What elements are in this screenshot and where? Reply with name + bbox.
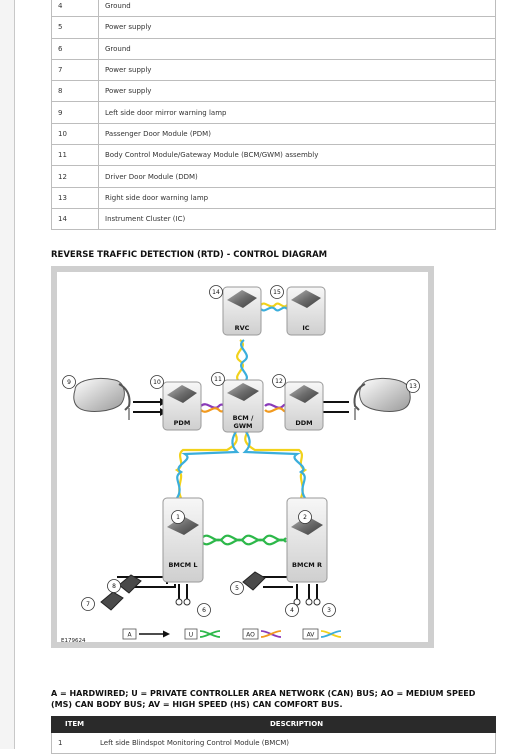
- module-pdm: [162, 381, 202, 431]
- callout-circles: [62, 285, 420, 617]
- label-ddm: DDM: [295, 419, 312, 427]
- row-item: 7: [51, 58, 99, 82]
- callout-6: 6: [202, 607, 206, 614]
- module-bmcm-r: [286, 497, 328, 583]
- diagram-legend: [122, 628, 342, 640]
- row-item: 9: [51, 101, 99, 124]
- callout-13: 13: [409, 383, 417, 390]
- callout-7: 7: [86, 601, 90, 608]
- label-bmcm-l: BMCM L: [168, 561, 197, 569]
- page-left-margin-bar: [0, 0, 15, 749]
- fuse-icons: [100, 571, 266, 611]
- label-ic: IC: [302, 324, 309, 332]
- label-pdm: PDM: [174, 419, 191, 427]
- module-bmcm-l: [162, 497, 204, 583]
- row-description: Right side door warning lamp: [98, 186, 496, 209]
- callout-9: 9: [67, 379, 71, 386]
- callout-12: 12: [275, 378, 283, 385]
- callout-4: 4: [290, 607, 294, 614]
- callout-14: 14: [212, 289, 220, 296]
- row-item: 10: [51, 122, 99, 146]
- control-diagram: RVC IC PDM BCM / GWM DDM BMCM L BMCM R 1…: [51, 266, 434, 648]
- row-item: 6: [51, 37, 99, 60]
- row-description: Ground: [98, 37, 496, 60]
- label-bcm-line1: BCM /: [233, 414, 254, 422]
- figure-id: E179624: [61, 638, 86, 642]
- callout-3: 3: [327, 607, 331, 614]
- component-table-bottom-header: ITEM DESCRIPTION: [51, 716, 496, 733]
- row-description: Passenger Door Module (PDM): [98, 122, 496, 146]
- module-rvc: [222, 286, 262, 336]
- row-item: 13: [51, 186, 99, 209]
- callout-5: 5: [235, 585, 239, 592]
- callout-1: 1: [176, 514, 180, 521]
- row-item: 12: [51, 165, 99, 188]
- legend-av-label: AV: [307, 632, 316, 639]
- row-description: Power supply: [98, 58, 496, 82]
- header-description: DESCRIPTION: [270, 720, 324, 728]
- control-diagram-svg: RVC IC PDM BCM / GWM DDM BMCM L BMCM R 1…: [61, 285, 420, 642]
- bus-wiring: [174, 302, 308, 546]
- callout-2: 2: [303, 514, 307, 521]
- table-row: 1 Left side Blindspot Monitoring Control…: [51, 733, 496, 754]
- row-description: Body Control Module/Gateway Module (BCM/…: [98, 144, 496, 167]
- left-door-mirror-icon: [73, 377, 131, 420]
- row-item: 1: [58, 739, 63, 747]
- row-description: Ground: [98, 0, 496, 18]
- row-description: Power supply: [98, 16, 496, 39]
- row-item: 11: [51, 144, 99, 167]
- row-description: Driver Door Module (DDM): [98, 165, 496, 188]
- callout-15: 15: [273, 289, 281, 296]
- label-bcm-line2: GWM: [234, 422, 253, 430]
- label-rvc: RVC: [235, 324, 250, 332]
- label-bmcm-r: BMCM R: [292, 561, 322, 569]
- row-item: 4: [51, 0, 99, 18]
- legend-ao-label: AO: [246, 632, 255, 639]
- row-item: 8: [51, 80, 99, 103]
- section-heading: REVERSE TRAFFIC DETECTION (RTD) - CONTRO…: [51, 250, 328, 260]
- callout-10: 10: [153, 379, 161, 386]
- row-item: 5: [51, 16, 99, 39]
- row-item: 14: [51, 207, 99, 231]
- terminal-icons: [175, 598, 321, 606]
- row-description: Left side door mirror warning lamp: [98, 101, 496, 124]
- callout-11: 11: [214, 376, 222, 383]
- row-description: Left side Blindspot Monitoring Control M…: [100, 739, 289, 747]
- legend-a-label: A: [127, 632, 132, 639]
- module-bcm-gwm: [222, 379, 264, 433]
- row-description: Power supply: [98, 80, 496, 103]
- header-item: ITEM: [65, 720, 85, 728]
- legend-u-label: U: [189, 632, 193, 639]
- module-ddm: [284, 381, 324, 431]
- row-description: Instrument Cluster (IC): [98, 207, 496, 231]
- module-ic: [286, 286, 326, 336]
- bus-legend-text: A = HARDWIRED; U = PRIVATE CONTROLLER AR…: [51, 689, 476, 709]
- right-door-mirror-icon: [353, 377, 411, 420]
- callout-8: 8: [112, 583, 116, 590]
